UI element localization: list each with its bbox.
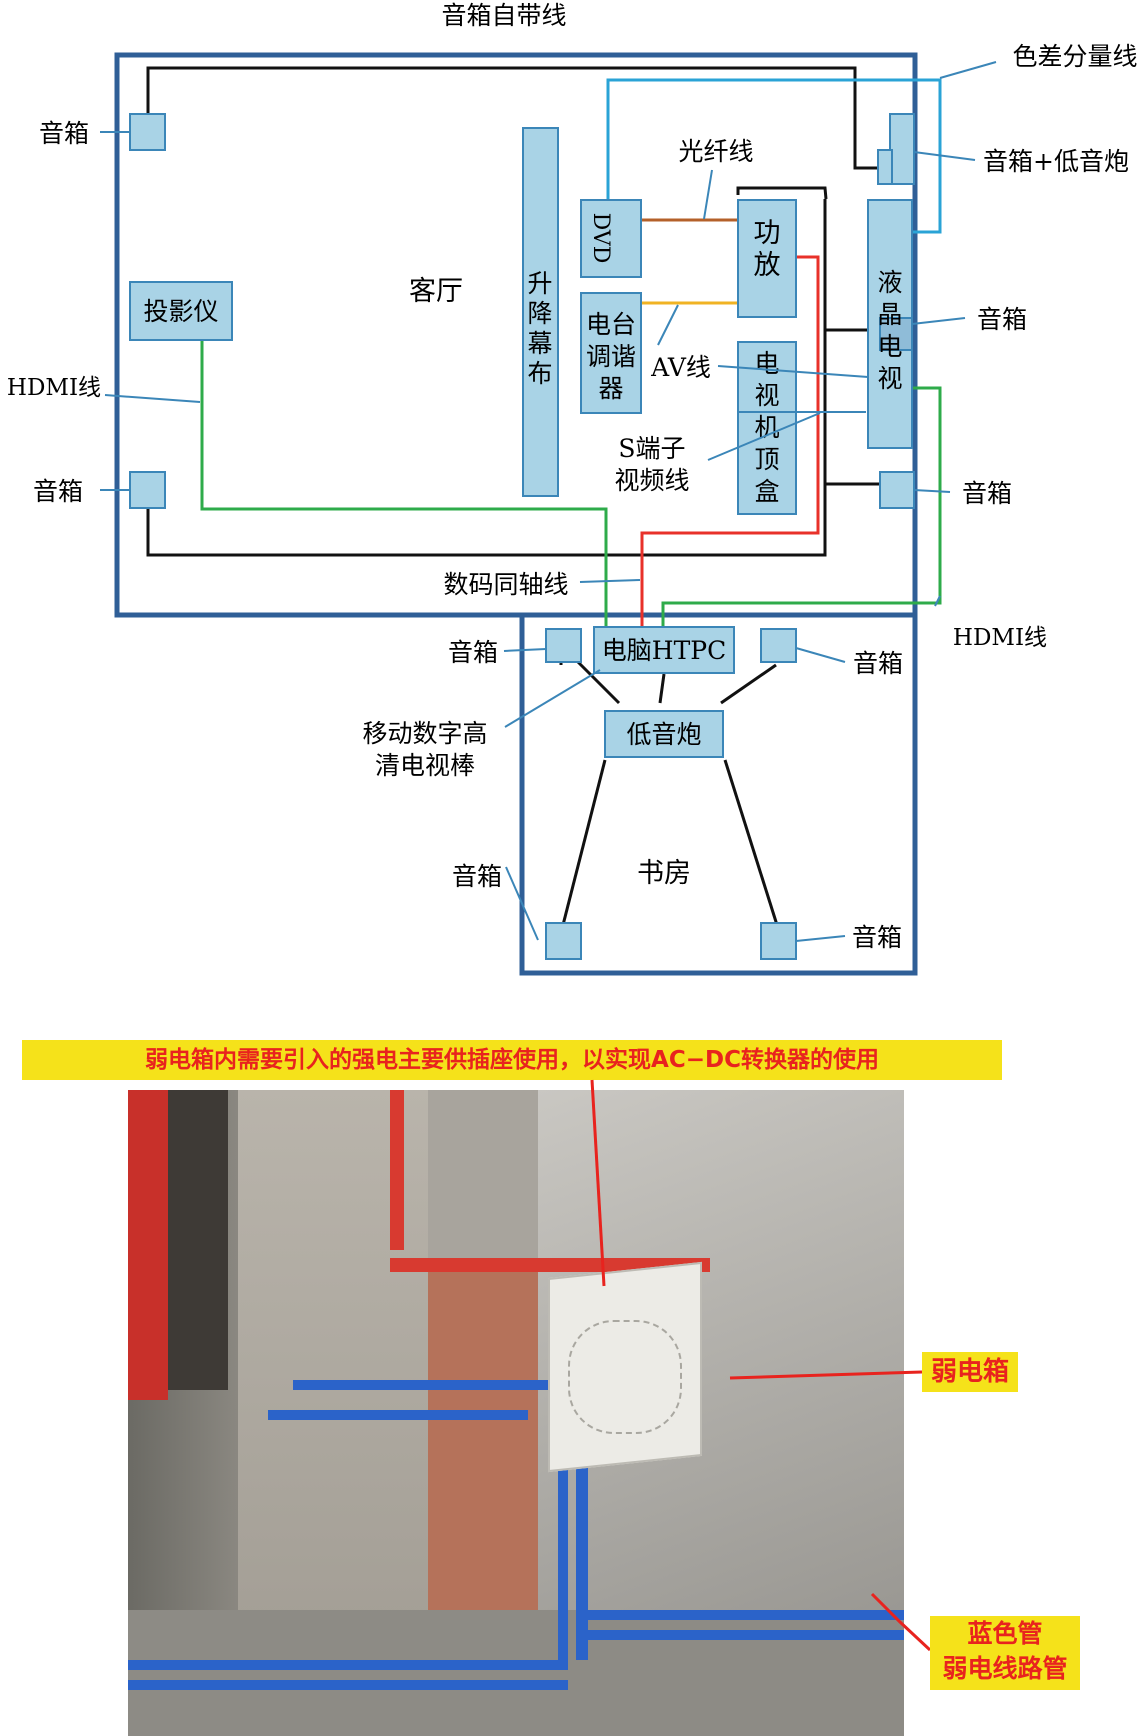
tuner-label: 器 (598, 374, 623, 403)
red-conduit-vertical (390, 1090, 404, 1250)
junction-box-wires (568, 1320, 682, 1434)
speaker-label: 音箱 (33, 477, 83, 506)
blue-conduit (588, 1610, 904, 1620)
speaker-box (760, 922, 797, 960)
photo-caption: 弱电箱内需要引入的强电主要供插座使用，以实现AC−DC转换器的使用 (22, 1040, 1002, 1080)
speaker-label: 音箱 (452, 862, 502, 891)
pipe-label-line2: 弱电线路管 (942, 1654, 1068, 1683)
speaker-box (760, 628, 797, 663)
screen-device: 升 降 幕 布 (522, 127, 559, 497)
tv-stick-label: 移动数字高 (362, 719, 487, 748)
set-top-box-label: 视 (754, 381, 779, 410)
blue-conduit (268, 1410, 528, 1420)
blue-conduit (558, 1425, 568, 1665)
speaker-box (545, 922, 582, 960)
lcd-tv-label: 液 (877, 268, 902, 297)
wiring-diagram: 升 降 幕 布 DVD 功 放 电台 调谐 器 电 视 机 顶 盒 液 晶 电 … (7, 1, 1138, 976)
floor (128, 1610, 904, 1736)
speaker-box (545, 628, 582, 663)
subwoofer-label: 低音炮 (626, 720, 701, 749)
speaker-sub-label: 音箱+低音炮 (983, 147, 1129, 176)
red-panel (128, 1090, 168, 1400)
brick-wall (428, 1270, 548, 1650)
hdmi-cable-tv (661, 386, 942, 627)
set-top-box-label: 顶 (754, 445, 779, 474)
speaker-label: 音箱 (977, 305, 1027, 334)
speaker-label: 音箱 (448, 638, 498, 667)
hdmi-label-left: HDMI线 (7, 375, 101, 401)
blue-conduit (293, 1380, 563, 1390)
living-room-label: 客厅 (409, 276, 463, 307)
construction-photo (128, 1090, 904, 1736)
htpc-device: 电脑HTPC (593, 626, 735, 674)
blue-conduit (128, 1680, 568, 1690)
tuner-device: 电台 调谐 器 (580, 292, 642, 414)
screen-label: 幕 (527, 329, 552, 358)
av-cable-label: AV线 (650, 353, 711, 382)
fiber-cable-label: 光纤线 (678, 137, 753, 166)
coax-cable (640, 255, 820, 627)
blue-conduit (588, 1630, 904, 1640)
screen-label: 降 (527, 299, 552, 328)
dark-frame (168, 1090, 228, 1390)
tv-stick-label: 清电视棒 (375, 751, 475, 780)
speaker-label: 音箱 (852, 923, 902, 952)
box-label: 弱电箱 (922, 1352, 1018, 1392)
coax-label: 数码同轴线 (443, 570, 568, 599)
amplifier-label: 放 (754, 250, 781, 281)
component-cable-label: 色差分量线 (1012, 42, 1137, 71)
screen-label: 布 (527, 359, 552, 388)
pipe-label-line1: 蓝色管 (967, 1619, 1043, 1648)
projector-device: 投影仪 (129, 281, 233, 341)
set-top-box-label: 机 (754, 413, 779, 442)
blue-conduit (576, 1420, 588, 1660)
living-room-wall (114, 52, 918, 618)
dvd-label: DVD (588, 213, 613, 264)
hdmi-cable-projector (200, 340, 608, 627)
study-label: 书房 (637, 858, 691, 889)
set-top-box-label: 电 (754, 349, 779, 378)
blue-conduit (128, 1660, 568, 1670)
lcd-tv-label: 电 (877, 332, 902, 361)
lcd-tv-label: 晶 (877, 300, 902, 329)
speaker-label: 音箱 (962, 479, 1012, 508)
speaker-wire-label: 音箱自带线 (441, 1, 566, 30)
lcd-tv-label: 视 (877, 364, 902, 393)
tuner-label: 调谐 (586, 342, 636, 371)
speaker-box (129, 471, 166, 509)
speaker-boxes (129, 113, 915, 960)
label-pointers (100, 61, 997, 942)
component-cable (606, 78, 942, 234)
amplifier-label: 功 (754, 218, 781, 249)
subwoofer-device: 低音炮 (604, 710, 724, 758)
pipe-label: 蓝色管 弱电线路管 (930, 1616, 1080, 1690)
speaker-label: 音箱 (853, 649, 903, 678)
s-video-label: 视频线 (614, 466, 689, 495)
tv-speaker-box (879, 317, 913, 351)
tuner-label: 电台 (586, 310, 636, 339)
dvd-device: DVD (580, 199, 642, 278)
lcd-tv-device: 液 晶 电 视 (867, 199, 913, 449)
projector-label: 投影仪 (143, 297, 218, 326)
study-wall (519, 612, 918, 976)
s-video-label: S端子 (618, 434, 685, 463)
hdmi-label-right: HDMI线 (953, 625, 1047, 651)
speaker-label: 音箱 (39, 119, 89, 148)
screen-label: 升 (527, 269, 552, 298)
htpc-label: 电脑HTPC (602, 636, 726, 665)
amplifier-device: 功 放 (737, 199, 797, 318)
set-top-box-label: 盒 (754, 477, 779, 506)
speaker-box (879, 471, 915, 509)
speaker-box (889, 113, 915, 185)
speaker-box (877, 149, 893, 185)
speaker-box (129, 113, 166, 151)
